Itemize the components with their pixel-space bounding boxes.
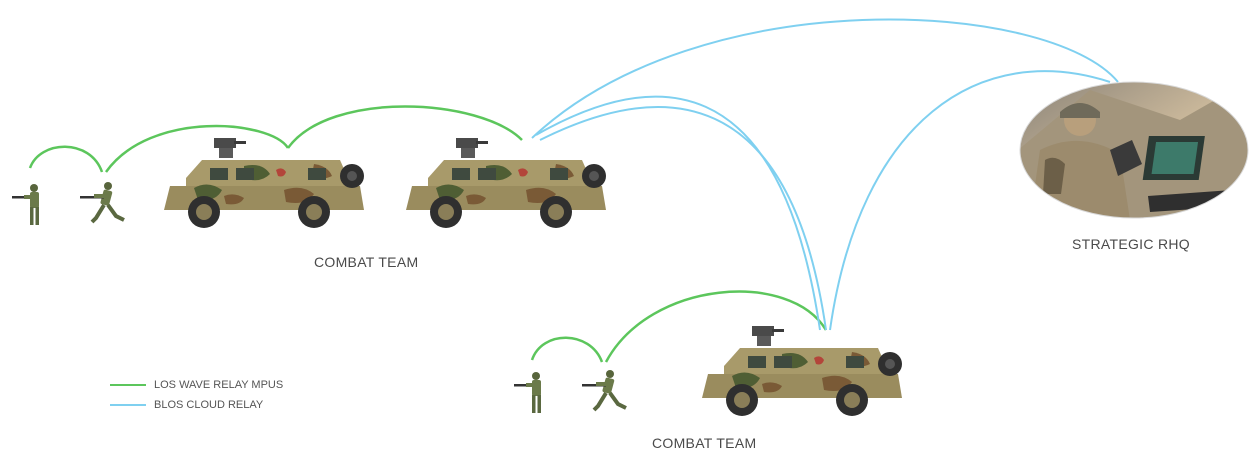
armoured-vehicle-icon (164, 138, 364, 228)
blos-link-hq-team2 (829, 70, 1111, 331)
soldier-icon (580, 368, 628, 412)
combat-team-label-top: COMBAT TEAM (314, 254, 419, 270)
los-link-soldier-vehicle-bottom (604, 290, 828, 363)
soldier-icon (514, 372, 541, 413)
blos-link-team1-team2-a (535, 95, 821, 331)
los-link-soldier-vehicle-top (104, 124, 290, 173)
legend-label-los: LOS WAVE RELAY MPUS (154, 379, 284, 391)
combat-team-top (12, 138, 606, 228)
legend-label-blos: BLOS CLOUD RELAY (154, 399, 264, 411)
los-link-soldier-soldier-bottom (530, 336, 604, 363)
soldier-icon (12, 184, 39, 225)
los-links (28, 105, 828, 363)
soldier-icon (78, 180, 126, 224)
strategic-rhq-label: STRATEGIC RHQ (1072, 236, 1190, 252)
blos-links (531, 18, 1119, 331)
combat-team-label-bottom: COMBAT TEAM (652, 435, 757, 451)
hq-operator-photo (1020, 82, 1248, 218)
legend-swatch-blos (110, 404, 146, 406)
legend: LOS WAVE RELAY MPUS BLOS CLOUD RELAY (110, 375, 283, 415)
los-link-vehicle-vehicle-top (286, 105, 523, 149)
armoured-vehicle-icon (702, 326, 902, 416)
legend-item-blos: BLOS CLOUD RELAY (110, 395, 283, 415)
los-link-soldier-soldier-top (28, 145, 104, 173)
blos-link-team1-hq (531, 18, 1119, 139)
legend-swatch-los (110, 384, 146, 386)
armoured-vehicle-icon (406, 138, 606, 228)
legend-item-los: LOS WAVE RELAY MPUS (110, 375, 283, 395)
blos-link-team1-team2-b (539, 106, 827, 331)
